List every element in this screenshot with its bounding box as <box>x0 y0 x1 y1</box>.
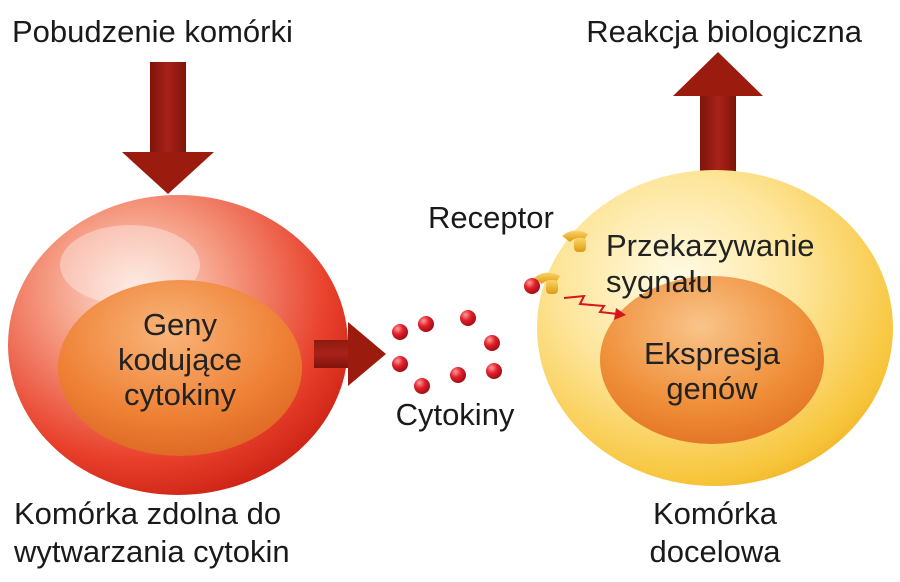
cytokine-dot <box>392 356 408 372</box>
target-cell-label-line1: Komórka <box>653 496 778 531</box>
cytokine-dot <box>484 335 500 351</box>
producer-nucleus <box>58 280 302 456</box>
stimulation-arrow <box>122 62 214 194</box>
receptor-upper <box>562 230 588 252</box>
expression-label-line2: genów <box>666 371 758 406</box>
cytokine-dot <box>450 367 466 383</box>
cytokine-dot <box>460 310 476 326</box>
producer-cell-label-line1: Komórka zdolna do <box>14 496 281 531</box>
signal-label-line1: Przekazywanie <box>606 228 814 263</box>
stimulation-label: Pobudzenie komórki <box>12 14 293 49</box>
expression-label-line1: Ekspresja <box>644 336 781 371</box>
cytokine-dot <box>414 378 430 394</box>
cytokine-dot <box>418 316 434 332</box>
cytokines-label: Cytokiny <box>396 397 515 432</box>
cytokine-dot <box>392 324 408 340</box>
target-cell <box>537 170 893 486</box>
signal-label-line2: sygnału <box>606 264 713 299</box>
bound-cytokine-dot <box>524 278 540 294</box>
cytokine-molecules <box>392 310 502 394</box>
cytokine-dot <box>486 363 502 379</box>
target-nucleus <box>600 276 824 444</box>
target-cell-label-line2: docelowa <box>650 534 782 569</box>
producer-cell <box>8 195 348 495</box>
genes-label-line2: kodujące <box>118 342 242 377</box>
genes-label-line3: cytokiny <box>124 377 236 412</box>
signal-zigzag-arrow <box>563 294 626 320</box>
producer-cell-label-line2: wytwarzania cytokin <box>13 534 290 569</box>
genes-label-line1: Geny <box>143 307 218 342</box>
secretion-arrow <box>314 322 386 386</box>
receptor-label: Receptor <box>428 200 554 235</box>
biological-reaction-label: Reakcja biologiczna <box>586 14 862 49</box>
receptor-lower <box>534 272 560 294</box>
